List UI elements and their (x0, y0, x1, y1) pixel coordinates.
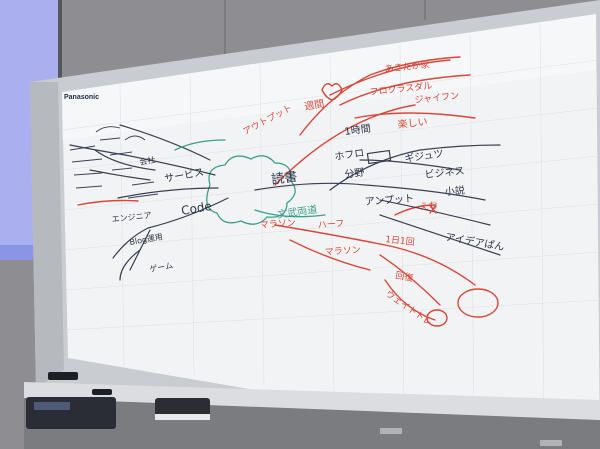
black-branches (69, 124, 501, 281)
branch-label: 週間 (303, 98, 325, 113)
green-branches (174, 139, 326, 218)
branch-label: エンジニア (111, 211, 152, 224)
branch-label: ゲーム (149, 260, 174, 274)
eraser (155, 398, 210, 418)
branch-label: Code (180, 199, 213, 218)
branch-label: ジャイフン (414, 91, 460, 106)
center-label-1: 読書 (270, 168, 298, 187)
left-scribbles (69, 126, 159, 199)
marker (48, 372, 78, 380)
branch-label: マラソン (259, 218, 296, 231)
doodles (321, 83, 437, 214)
branch-label: 楽しい (397, 115, 428, 131)
branch-label: 1時間 (344, 122, 372, 138)
whiteboard-surface (62, 14, 600, 449)
branch-label: 小説 (444, 184, 465, 198)
brand-label: Panasonic (64, 94, 99, 101)
branch-label: 1日1回 (385, 234, 415, 248)
branch-label: ハーフ (318, 219, 345, 231)
board-grid (61, 24, 600, 427)
branch-label: ホフロ (334, 147, 365, 163)
central-cloud (206, 155, 296, 225)
branch-label: 回復 (394, 269, 414, 284)
print-unit (26, 397, 116, 429)
branch-label: マラソン (324, 245, 361, 258)
branch-label: アンプット (364, 193, 414, 208)
branch-label: 会社 (139, 154, 156, 167)
marker (92, 389, 112, 395)
branch-label: ギジュツ (404, 148, 445, 165)
branch-label: ビジネス (424, 165, 465, 181)
branch-label: 分野 (344, 166, 365, 181)
marker-tray (24, 382, 600, 420)
